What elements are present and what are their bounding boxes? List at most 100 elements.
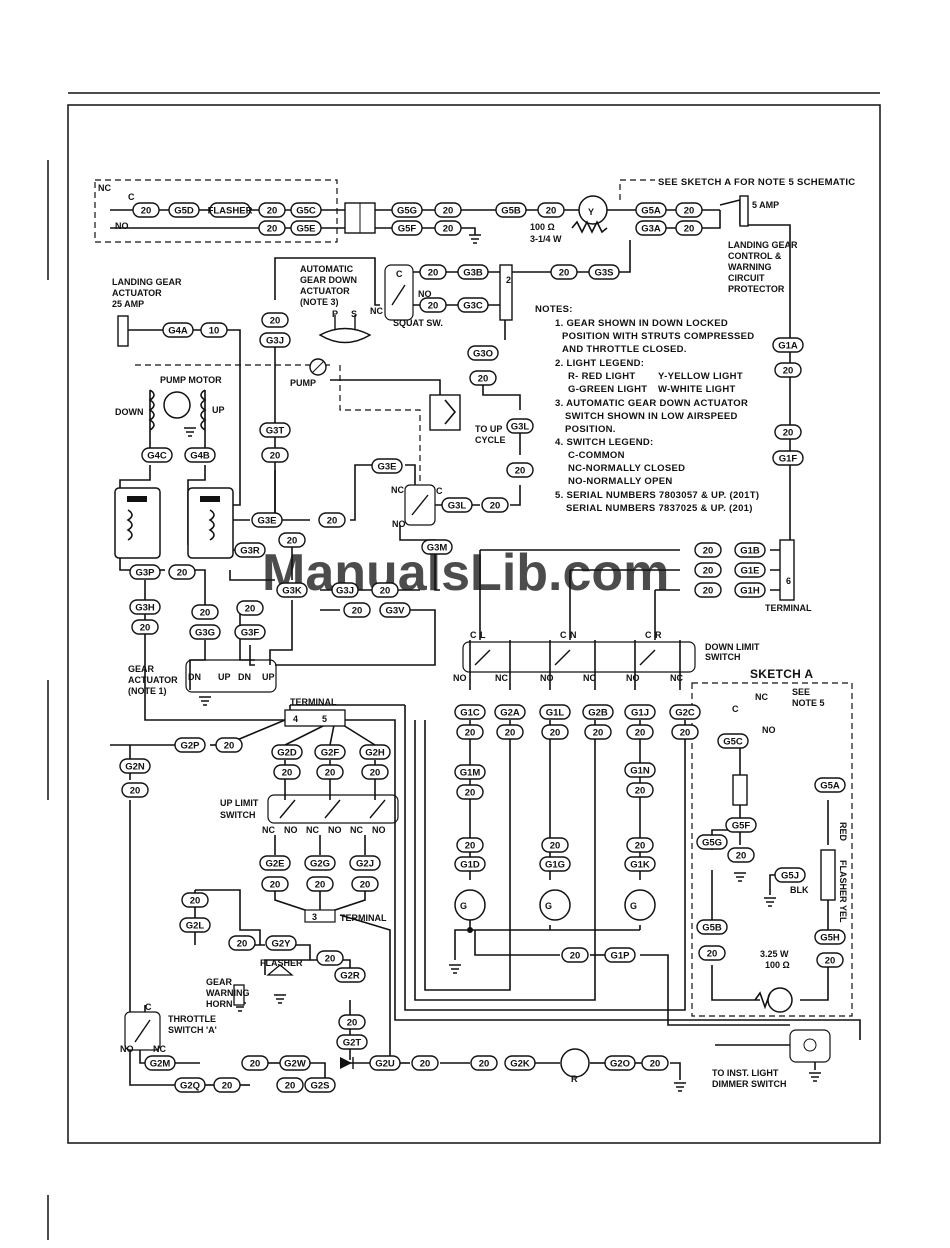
svg-text:SEE: SEE [792,687,810,697]
svg-text:5 AMP: 5 AMP [752,200,779,210]
wire-label-text: 20 [570,951,581,962]
svg-text:UP LIMIT: UP LIMIT [220,798,259,808]
svg-text:3. AUTOMATIC GEAR DOWN ACTUATO: 3. AUTOMATIC GEAR DOWN ACTUATOR [555,398,748,409]
svg-text:G: G [630,901,637,911]
svg-text:SQUAT SW.: SQUAT SW. [393,318,443,328]
wire-label-text: G1B [740,546,760,557]
wire-label-text: G2Y [271,939,291,950]
terminal-3 [304,909,336,923]
wire-label: 20 [456,837,484,853]
svg-text:100 Ω: 100 Ω [530,222,555,232]
wire-label-text: G2F [321,748,340,759]
wire-label-text: 20 [515,466,526,477]
wire-label-text: 20 [380,586,391,597]
svg-text:NO: NO [626,673,640,683]
wire-label-text: 20 [443,224,454,235]
wire-label: G2A [494,704,526,720]
wire-label-text: 20 [443,206,454,217]
wire-label-text: G3M [427,543,448,554]
svg-text:C: C [396,269,403,279]
wire-label-text: 20 [267,224,278,235]
wire-label-text: G2B [588,708,608,719]
wire-label-text: G5A [641,206,661,217]
svg-text:C: C [560,630,567,640]
wire-label-text: G2P [180,741,200,752]
wire-label: 20 [261,312,289,328]
wire-label: G3C [457,297,489,313]
svg-text:NC: NC [583,673,596,683]
svg-text:P: P [332,309,338,319]
wire-label-text: G3L [511,422,530,433]
wire-label-text: G3J [266,336,284,347]
svg-text:SWITCH SHOWN IN LOW AIRSPEED: SWITCH SHOWN IN LOW AIRSPEED [565,411,738,422]
breaker-25amp-icon [117,315,129,347]
wire-label-text: 20 [703,546,714,557]
wire-label: G2F [314,744,346,760]
wire-label: G2N [119,758,151,774]
svg-text:GEAR DOWN: GEAR DOWN [300,275,357,285]
svg-text:NC: NC [391,485,404,495]
wire-label: G1N [624,762,656,778]
wire-label: G3H [129,599,161,615]
wire-label: 10 [200,322,228,338]
wire-label: G1G [539,856,571,872]
wire-label: 20 [316,950,344,966]
svg-text:AND THROTTLE CLOSED.: AND THROTTLE CLOSED. [562,344,687,355]
wire-label: 20 [774,424,802,440]
wire-label: 20 [537,202,565,218]
pump-motor-icon [163,391,191,419]
wire-label: G5C [290,202,322,218]
wire-label: G1M [454,764,486,780]
svg-text:Y: Y [588,207,594,217]
auto-actuator-icon [318,327,372,344]
svg-text:SWITCH: SWITCH [705,652,741,662]
wire-label: G2P [174,737,206,753]
wire-label-text: 20 [465,788,476,799]
svg-text:DOWN LIMIT: DOWN LIMIT [705,642,760,652]
wire-label: G5A [814,777,846,793]
wire-label-text: G3F [241,628,260,639]
wire-label-text: 20 [783,428,794,439]
wire-label: 20 [434,202,462,218]
wire-label-text: G5G [702,838,722,849]
wire-label: G3G [189,624,221,640]
wire-label: 20 [411,1055,439,1071]
wire-label-text: G2H [365,748,385,759]
wire-label: 20 [727,847,755,863]
svg-text:(NOTE 3): (NOTE 3) [300,297,339,307]
wire-label: G3V [379,602,411,618]
wire-label-text: 20 [505,728,516,739]
wire-label-text: G2E [265,859,284,870]
svg-text:1. GEAR SHOWN IN DOWN LOCKED: 1. GEAR SHOWN IN DOWN LOCKED [555,318,728,329]
wire-label: 20 [261,876,289,892]
wire-label-text: 20 [680,728,691,739]
svg-text:PROTECTOR: PROTECTOR [728,284,785,294]
svg-text:LANDING GEAR: LANDING GEAR [112,277,182,287]
wire-label: G2M [144,1055,176,1071]
wire-label-text: 20 [352,606,363,617]
wire-label-text: 20 [550,841,561,852]
wire-label-text: 20 [287,536,298,547]
diode-icon [340,1057,352,1069]
wire-label: 20 [550,264,578,280]
wire-label-text: 20 [285,1081,296,1092]
wire-label: G5A [635,202,667,218]
red-light-icon [560,1048,590,1078]
wire-label: 20 [131,619,159,635]
svg-text:C: C [128,192,135,202]
wire-label-text: 20 [327,516,338,527]
wire-label: 20 [258,220,286,236]
wire-label-text: G5C [723,737,743,748]
yellow-light-icon [578,195,608,225]
wire-label: G3T [259,422,291,438]
wire-label: 20 [228,935,256,951]
wire-label-text: 20 [270,880,281,891]
wire-label: G3S [588,264,620,280]
svg-text:3: 3 [312,912,317,922]
svg-text:PUMP: PUMP [290,378,316,388]
svg-text:G: G [460,901,467,911]
ground-symbols [184,234,821,1092]
wire-label: 20 [671,724,699,740]
wire-label-text: 20 [315,880,326,891]
svg-text:NO: NO [372,825,386,835]
